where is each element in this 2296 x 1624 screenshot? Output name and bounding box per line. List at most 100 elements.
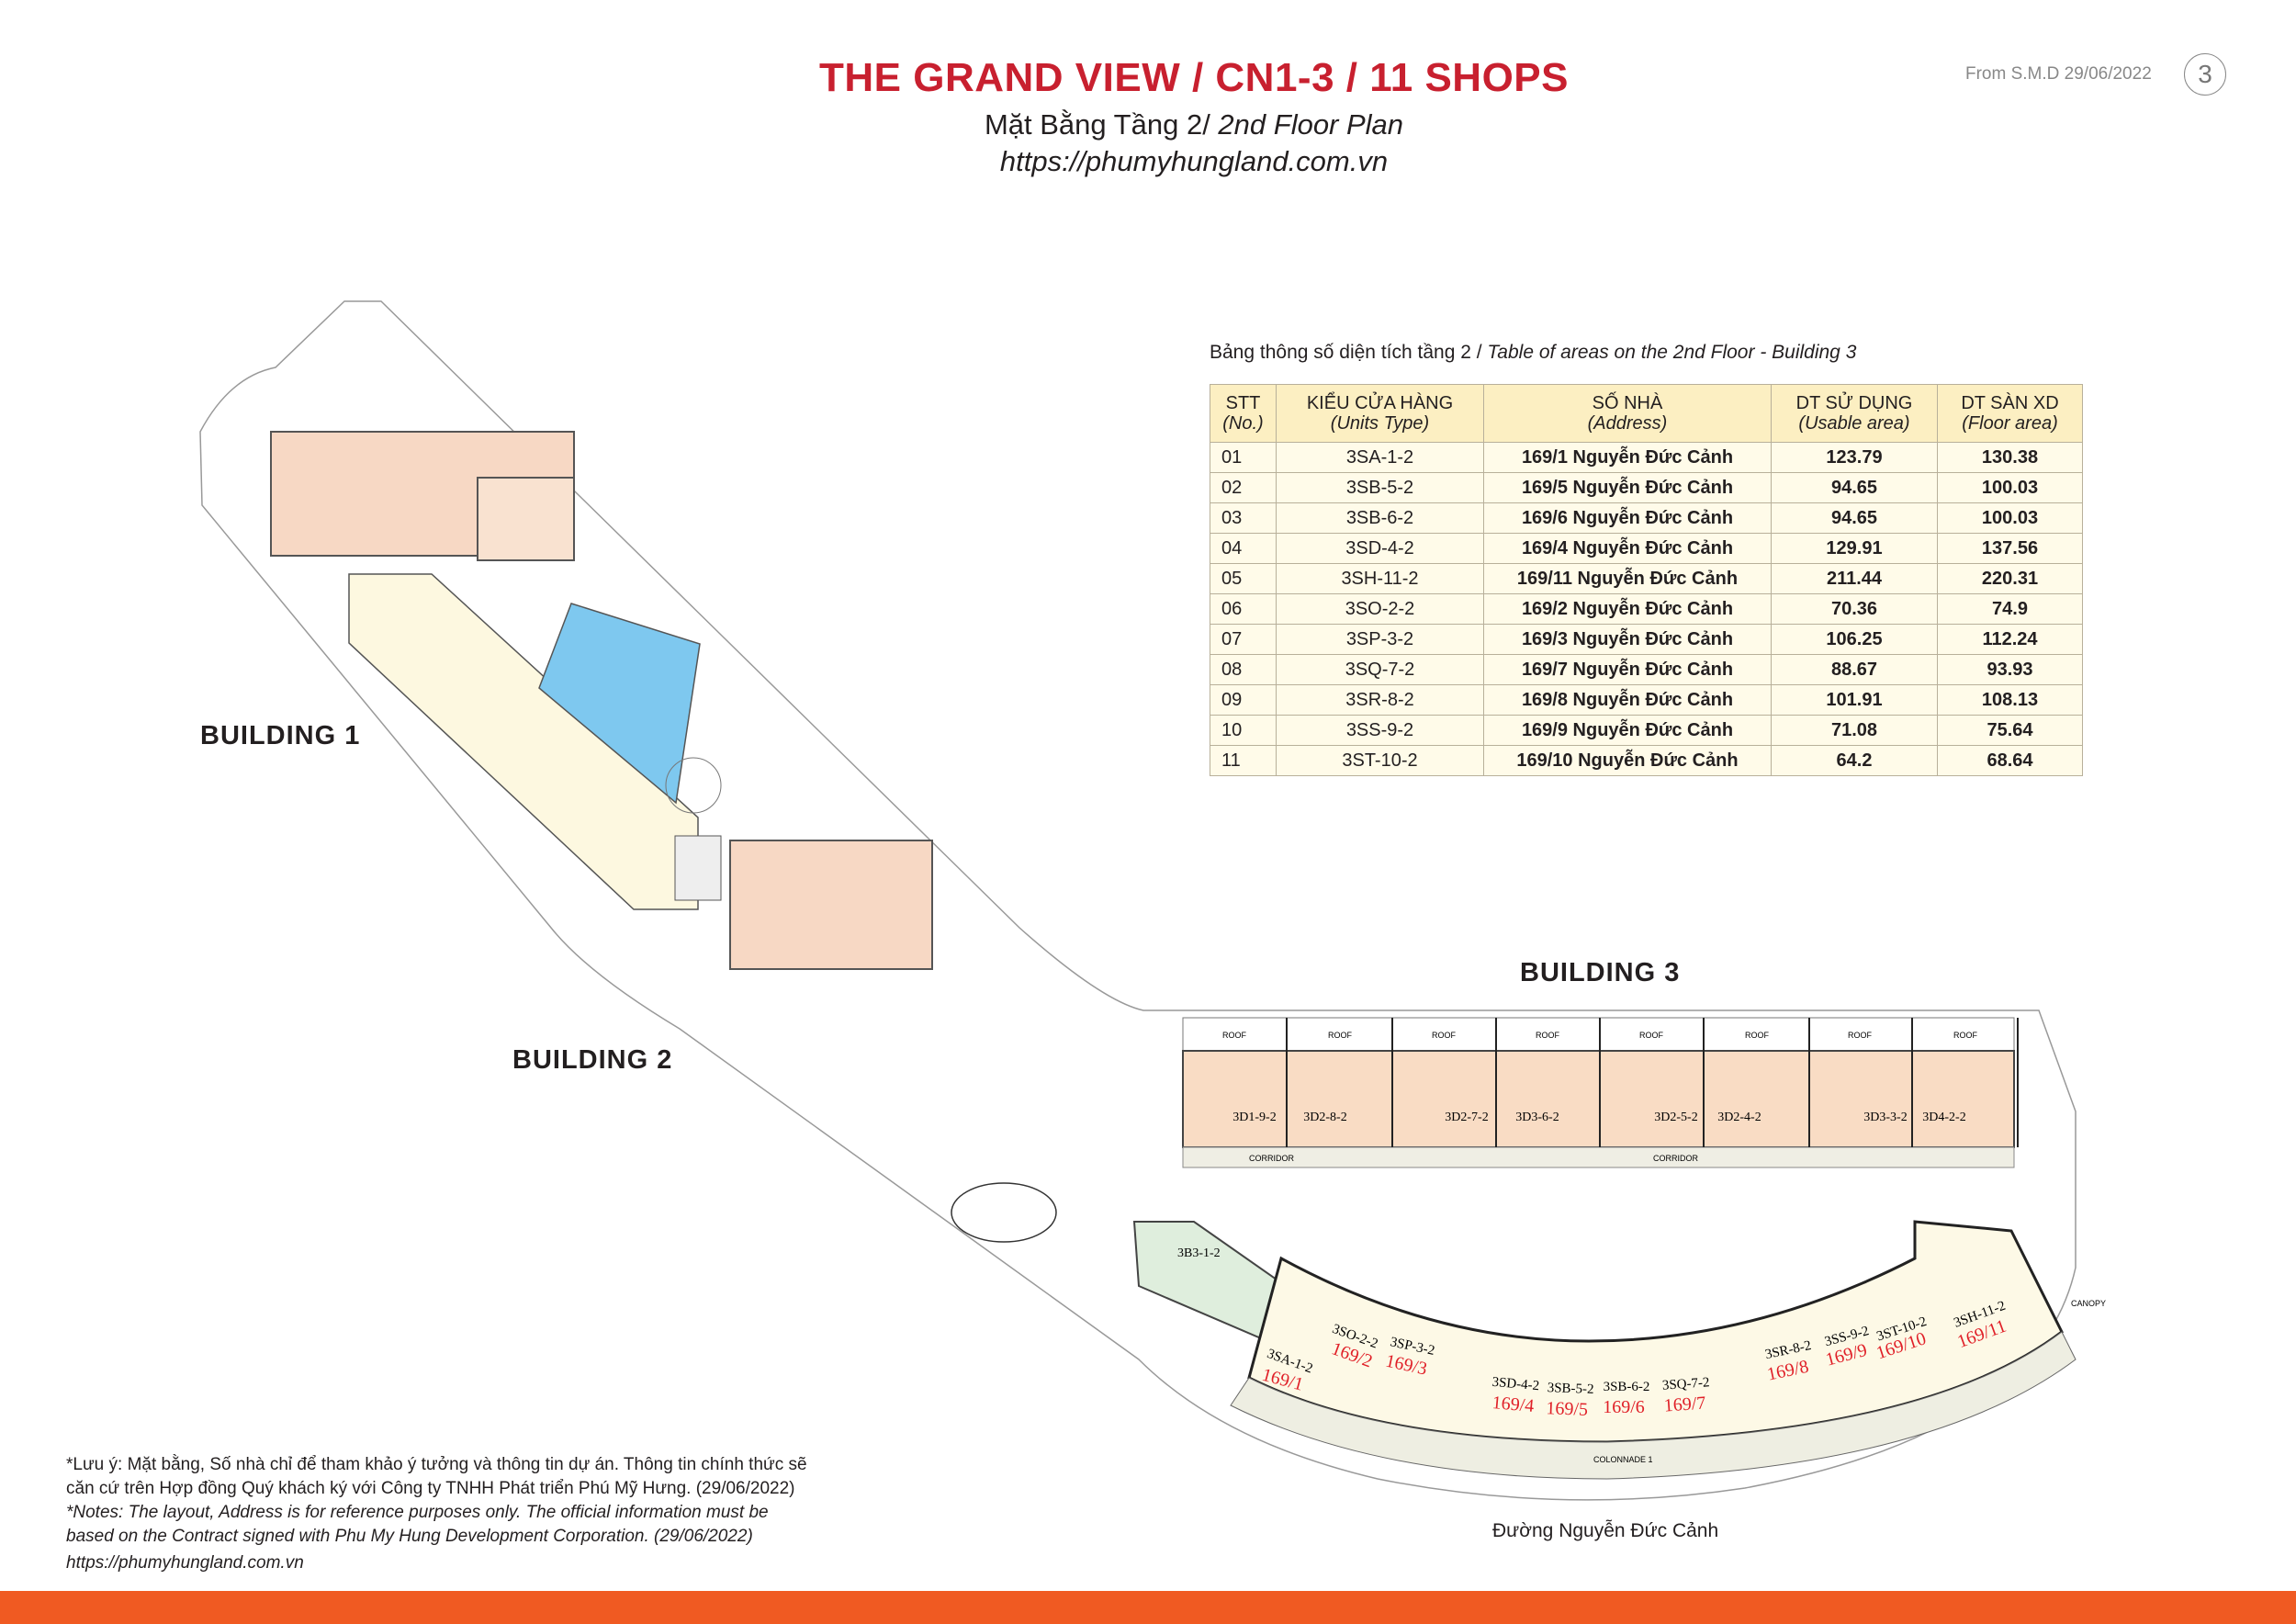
colonnade xyxy=(1230,1331,2077,1480)
cell-floor-area: 68.64 xyxy=(1937,745,2083,776)
apartment-label: 3D1-9-2 xyxy=(1232,1111,1276,1124)
shop-address: 169/7 xyxy=(1663,1393,1706,1415)
apartment-label: 3D2-7-2 xyxy=(1445,1111,1488,1124)
cell-units-type: 3SP-3-2 xyxy=(1276,624,1484,655)
shop-unit-type: 3SD-4-2 xyxy=(1491,1375,1540,1393)
site-boundary xyxy=(199,300,2077,1501)
cell-no: 02 xyxy=(1210,472,1277,503)
roof-label: ROOF xyxy=(1328,1031,1353,1040)
note-en-line-1: *Notes: The layout, Address is for refer… xyxy=(66,1503,769,1522)
cell-units-type: 3SS-9-2 xyxy=(1276,715,1484,746)
cell-usable-area: 211.44 xyxy=(1771,563,1938,594)
cell-no: 05 xyxy=(1210,563,1277,594)
building-2-core xyxy=(674,835,722,901)
caption-en: Table of areas on the 2nd Floor - Buildi… xyxy=(1487,342,1857,363)
building-3-apartments xyxy=(1182,1050,2015,1148)
cell-no: 11 xyxy=(1210,745,1277,776)
cell-usable-area: 71.08 xyxy=(1771,715,1938,746)
caption-vn: Bảng thông số diện tích tầng 2 / xyxy=(1210,342,1488,363)
note-vn-line-2: căn cứ trên Hợp đồng Quý khách ký với Cô… xyxy=(66,1479,795,1498)
cell-usable-area: 88.67 xyxy=(1771,654,1938,685)
note-vn-line-1: *Lưu ý: Mặt bằng, Số nhà chỉ để tham khả… xyxy=(66,1455,807,1474)
apartment-label: 3D2-4-2 xyxy=(1717,1111,1761,1124)
cell-no: 06 xyxy=(1210,593,1277,625)
col-header-address: SỐ NHÀ(Address) xyxy=(1483,384,1772,443)
cell-units-type: 3SO-2-2 xyxy=(1276,593,1484,625)
cell-units-type: 3SB-6-2 xyxy=(1276,502,1484,534)
cell-floor-area: 220.31 xyxy=(1937,563,2083,594)
cell-usable-area: 101.91 xyxy=(1771,684,1938,716)
cell-floor-area: 108.13 xyxy=(1937,684,2083,716)
cell-floor-area: 137.56 xyxy=(1937,533,2083,564)
cell-address: 169/2 Nguyễn Đức Cảnh xyxy=(1483,593,1772,625)
subtitle-vn: Mặt Bằng Tầng 2/ xyxy=(984,108,1219,141)
apartment-label: 3D3-6-2 xyxy=(1515,1111,1559,1124)
cell-usable-area: 94.65 xyxy=(1771,472,1938,503)
cell-units-type: 3SQ-7-2 xyxy=(1276,654,1484,685)
apartment-label: 3D2-5-2 xyxy=(1654,1111,1697,1124)
cell-floor-area: 74.9 xyxy=(1937,593,2083,625)
building-1-apartments-east xyxy=(477,477,575,561)
table-caption: Bảng thông số diện tích tầng 2 / Table o… xyxy=(1210,342,1856,364)
cell-no: 01 xyxy=(1210,442,1277,473)
colonnade-label: COLONNADE 1 xyxy=(1593,1455,1653,1464)
col-header-floor-area: DT SÀN XD(Floor area) xyxy=(1937,384,2083,443)
footer-bar xyxy=(0,1591,2296,1624)
page-number-badge: 3 xyxy=(2184,53,2226,96)
pool xyxy=(538,603,701,805)
building-3-corridor xyxy=(1182,1146,2015,1168)
areas-table: STT(No.) KIỂU CỬA HÀNG(Units Type) SỐ NH… xyxy=(1210,384,2083,776)
cell-floor-area: 100.03 xyxy=(1937,472,2083,503)
cell-floor-area: 100.03 xyxy=(1937,502,2083,534)
building-2-label: BUILDING 2 xyxy=(512,1045,673,1075)
cell-address: 169/4 Nguyễn Đức Cảnh xyxy=(1483,533,1772,564)
cell-address: 169/9 Nguyễn Đức Cảnh xyxy=(1483,715,1772,746)
cell-units-type: 3SH-11-2 xyxy=(1276,563,1484,594)
cell-address: 169/5 Nguyễn Đức Cảnh xyxy=(1483,472,1772,503)
shop-unit-type: 3SB-5-2 xyxy=(1547,1381,1593,1397)
cell-no: 04 xyxy=(1210,533,1277,564)
cell-address: 169/8 Nguyễn Đức Cảnh xyxy=(1483,684,1772,716)
cell-address: 169/6 Nguyễn Đức Cảnh xyxy=(1483,502,1772,534)
roundabout xyxy=(951,1182,1057,1243)
corridor-label: CORRIDOR xyxy=(1249,1154,1294,1163)
cell-address: 169/10 Nguyễn Đức Cảnh xyxy=(1483,745,1772,776)
apartment-label: 3D2-8-2 xyxy=(1303,1111,1346,1124)
cell-units-type: 3SD-4-2 xyxy=(1276,533,1484,564)
cell-address: 169/3 Nguyễn Đức Cảnh xyxy=(1483,624,1772,655)
shop-unit-type: 3SQ-7-2 xyxy=(1661,1375,1710,1393)
cell-no: 08 xyxy=(1210,654,1277,685)
table-header-row: STT(No.) KIỂU CỬA HÀNG(Units Type) SỐ NH… xyxy=(1210,384,2083,443)
cell-units-type: 3SB-5-2 xyxy=(1276,472,1484,503)
shop-address: 169/6 xyxy=(1603,1397,1645,1417)
cell-units-type: 3ST-10-2 xyxy=(1276,745,1484,776)
building-1-label: BUILDING 1 xyxy=(200,721,361,750)
apartment-label: 3D4-2-2 xyxy=(1922,1111,1965,1124)
roof-label: ROOF xyxy=(1848,1031,1873,1040)
cell-floor-area: 93.93 xyxy=(1937,654,2083,685)
cell-no: 10 xyxy=(1210,715,1277,746)
cell-units-type: 3SR-8-2 xyxy=(1276,684,1484,716)
roof-label: ROOF xyxy=(1639,1031,1664,1040)
cell-address: 169/7 Nguyễn Đức Cảnh xyxy=(1483,654,1772,685)
footer-url[interactable]: https://phumyhungland.com.vn xyxy=(66,1553,304,1573)
corridor-label-2: CORRIDOR xyxy=(1653,1154,1698,1163)
cell-no: 07 xyxy=(1210,624,1277,655)
cell-no: 03 xyxy=(1210,502,1277,534)
col-header-no: STT(No.) xyxy=(1210,384,1277,443)
cell-units-type: 3SA-1-2 xyxy=(1276,442,1484,473)
building-1-shops-strip xyxy=(348,573,699,910)
shop-address: 169/4 xyxy=(1491,1393,1535,1416)
shop-unit-type: 3SB-6-2 xyxy=(1604,1380,1650,1394)
cell-usable-area: 70.36 xyxy=(1771,593,1938,625)
